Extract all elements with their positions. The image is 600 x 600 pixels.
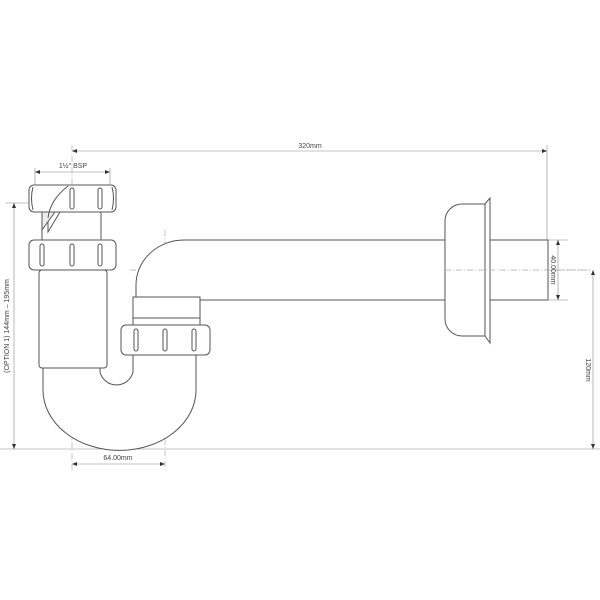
top-nut-edge xyxy=(31,186,114,211)
tailpiece-tube xyxy=(38,269,108,369)
nut-cutaway xyxy=(47,185,69,219)
escutcheon-flange xyxy=(484,196,491,345)
nut-rib xyxy=(133,328,139,352)
nut-rib xyxy=(39,243,45,267)
u-bend xyxy=(42,354,197,451)
nut-rib xyxy=(69,187,75,210)
nut-rib xyxy=(97,187,103,210)
overall-length-label: 320mm xyxy=(298,143,322,150)
outlet-height-label: 120mm xyxy=(584,358,591,382)
nut-rib xyxy=(69,243,75,267)
nut-rib xyxy=(97,243,103,267)
nut-rib xyxy=(162,328,168,352)
height-option-label: (OPTION 1) 144mm – 195mm xyxy=(4,279,11,373)
outlet-collar xyxy=(132,296,201,326)
nut-rib xyxy=(191,328,197,352)
leg-spacing-label: 64.00mm xyxy=(103,455,132,462)
elbow-pipe xyxy=(135,239,447,301)
thread-size-label: 1½" BSP xyxy=(59,162,87,170)
outlet-diameter-label: 40.00mm xyxy=(549,255,556,284)
